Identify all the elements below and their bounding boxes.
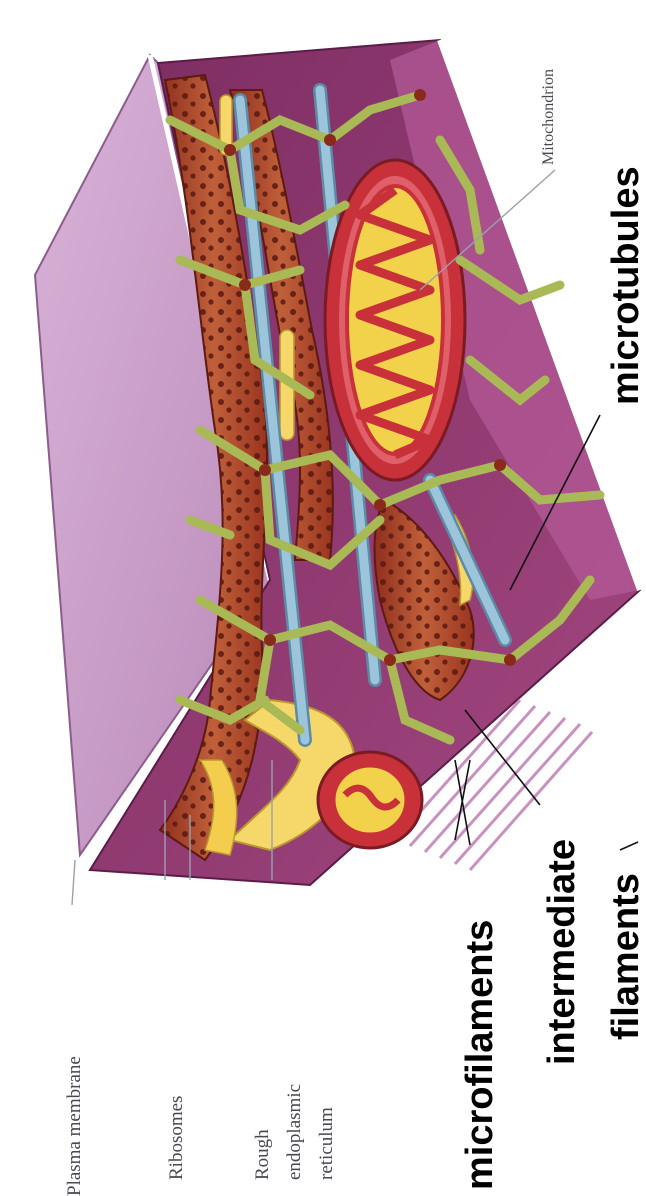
- label-mitochondrion: Mitochondrion: [540, 69, 557, 165]
- label-rough-er-line1: Rough: [252, 1129, 273, 1180]
- small-mitochondrion: [318, 752, 422, 848]
- label-plasma-membrane: Plasma membrane: [64, 1056, 85, 1196]
- label-microfilaments: microfilaments: [459, 920, 501, 1190]
- label-microtubules: microtubules: [605, 166, 646, 405]
- label-rough-er-line2: endoplasmic: [284, 1084, 305, 1180]
- label-rough-er-line3: reticulum: [316, 1107, 337, 1180]
- label-rough-er: Rough endoplasmic reticulum: [252, 1084, 337, 1180]
- label-intermediate: intermediate: [541, 839, 583, 1065]
- label-filaments: filaments: [605, 873, 646, 1040]
- label-ribosomes: Ribosomes: [166, 1096, 187, 1180]
